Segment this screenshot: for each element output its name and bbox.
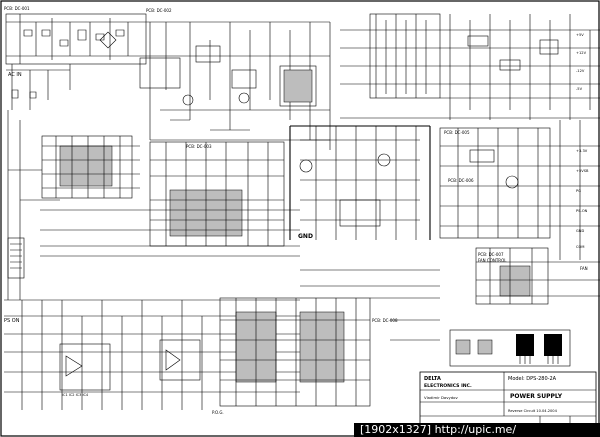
revision-label: Reverse Circuit 10.04.2004 xyxy=(508,409,558,413)
net-label: +5VSB xyxy=(576,169,589,173)
net-label: +12V xyxy=(576,51,587,55)
transistor-packages xyxy=(449,329,571,367)
ac-in-label: AC IN xyxy=(8,72,22,78)
pcb-label-dc002: PCB: DC-002 xyxy=(146,8,172,13)
net-label: -5V xyxy=(576,87,583,91)
fan-control-label: FAN CONTROL xyxy=(478,258,507,263)
ic-parts-label: IC1 IC2 IC3 IC4 xyxy=(62,393,89,397)
pcb-label-dc008: PCB: DC-008 xyxy=(372,318,398,323)
net-label: GND xyxy=(576,229,584,233)
company-name: DELTA xyxy=(424,376,441,382)
fan-control-section: PCB: DC-007 FAN CONTROL FAN xyxy=(475,247,600,305)
title-block: DELTA ELECTRONICS INC. Model: DPS-280-2A… xyxy=(419,371,597,431)
company-name-line2: ELECTRONICS INC. xyxy=(424,383,472,389)
supervisor-board-section: PCB: DC-008 P.O.G. xyxy=(212,269,440,415)
pcb-label-dc006: PCB: DC-006 xyxy=(448,178,474,183)
fan-label: FAN xyxy=(580,266,588,271)
ps-on-label: PS ON xyxy=(4,318,20,324)
pwm-controller-section xyxy=(7,110,140,300)
pcb-label-dc003: PCB: DC-003 xyxy=(186,144,212,149)
net-label: +5V xyxy=(576,33,584,37)
pcb-label-dc005: PCB: DC-005 xyxy=(444,130,470,135)
secondary-rectifier-section xyxy=(340,13,600,120)
document-title: POWER SUPPLY xyxy=(510,393,563,400)
net-label: PS-ON xyxy=(576,209,588,213)
output-regulator-section: PCB: DC-005 PCB: DC-006 xyxy=(439,120,600,260)
supervisor-section: GND xyxy=(289,125,431,240)
model-label: Model: DPS-280-2A xyxy=(508,376,557,382)
pcb-label-dc007: PCB: DC-007 xyxy=(478,252,504,257)
net-label: -12V xyxy=(576,69,585,73)
power-on-section: PS ON IC1 IC2 IC3 IC4 xyxy=(4,299,300,410)
net-labels: +5V +12V -12V -5V +3.3V +5VSB PG PS-ON G… xyxy=(576,33,589,249)
driver-board-section: PCB: DC-003 xyxy=(40,141,300,257)
pog-label: P.O.G. xyxy=(212,410,224,415)
net-label: +3.3V xyxy=(576,149,588,153)
net-label: COM xyxy=(576,245,584,249)
resolution-watermark: [1902x1327] http://upic.me/ xyxy=(354,423,600,437)
author-label: Vladimir Davydov xyxy=(424,395,458,400)
ac-input-section: PCB: DC-001 AC IN xyxy=(4,6,147,110)
net-label: PG xyxy=(576,189,581,193)
pcb-label-dc001: PCB: DC-001 xyxy=(4,6,30,11)
gnd-label: GND xyxy=(298,233,313,240)
primary-switch-section: PCB: DC-002 xyxy=(139,8,331,150)
